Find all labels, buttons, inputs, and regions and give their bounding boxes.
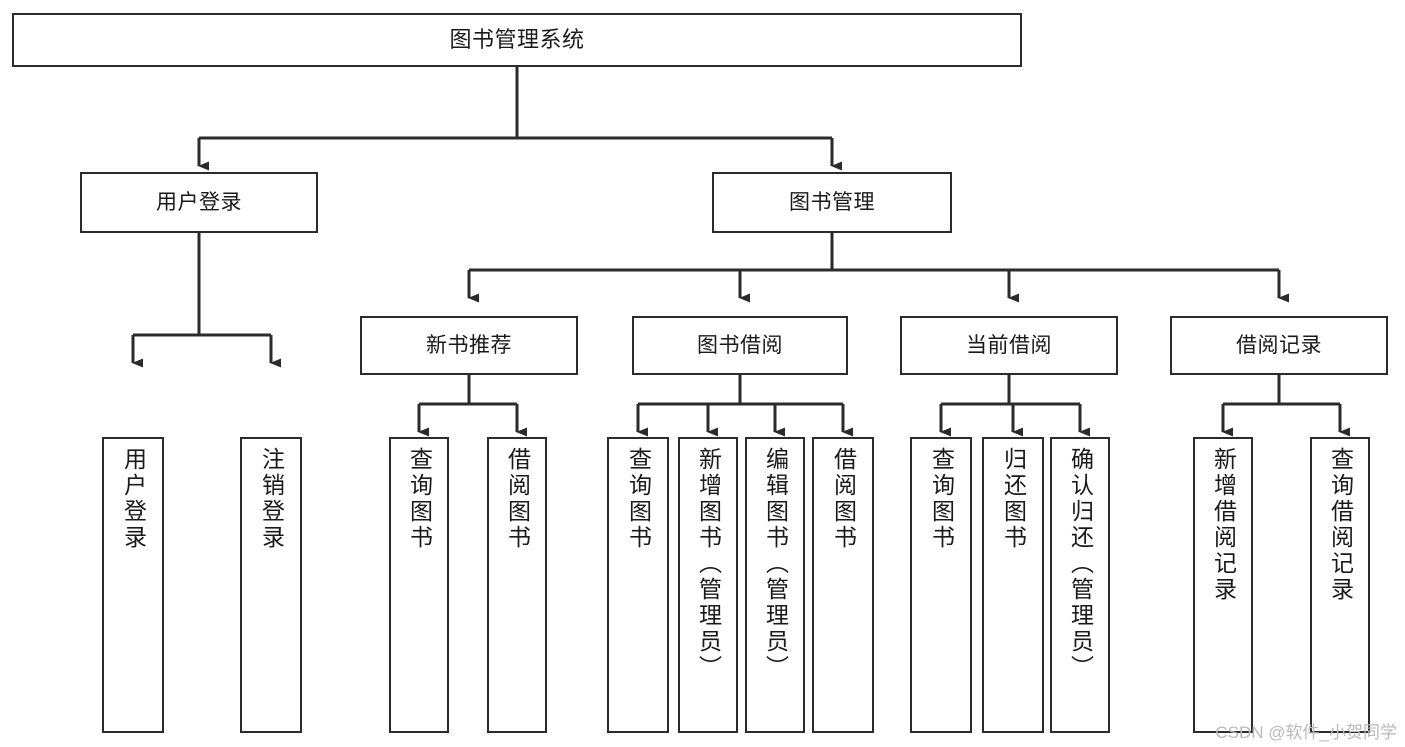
node-user-login-label: 用户登录 <box>156 190 242 214</box>
node-leaf-rec-borrow-book[interactable]: 借阅图书 <box>487 437 547 733</box>
node-leaf-user-logout-label: 注销登录 <box>258 447 285 551</box>
node-new-book-rec[interactable]: 新书推荐 <box>360 316 578 375</box>
node-leaf-rec-query-book[interactable]: 查询图书 <box>389 437 449 733</box>
node-leaf-bb-borrow-book[interactable]: 借阅图书 <box>812 437 874 733</box>
node-leaf-user-logout[interactable]: 注销登录 <box>240 437 302 733</box>
node-book-borrow-label: 图书借阅 <box>697 333 783 357</box>
node-current-borrow-label: 当前借阅 <box>966 333 1052 357</box>
node-leaf-cb-return-book-label: 归还图书 <box>1000 447 1027 551</box>
node-new-book-rec-label: 新书推荐 <box>426 333 512 357</box>
node-leaf-bb-query-book[interactable]: 查询图书 <box>607 437 669 733</box>
node-leaf-cb-return-book[interactable]: 归还图书 <box>982 437 1044 733</box>
node-leaf-rec-query-book-label: 查询图书 <box>406 447 433 551</box>
node-leaf-br-query-record-label: 查询借阅记录 <box>1327 447 1354 603</box>
csdn-watermark: CSDN @软件_小贺同学 <box>1215 723 1397 742</box>
node-leaf-cb-query-book[interactable]: 查询图书 <box>910 437 972 733</box>
node-book-manage-label: 图书管理 <box>789 190 875 214</box>
node-leaf-bb-add-book-label: 新增图书（管理员） <box>695 447 722 681</box>
node-leaf-bb-edit-book-label: 编辑图书（管理员） <box>762 447 789 681</box>
node-leaf-bb-query-book-label: 查询图书 <box>625 447 652 551</box>
node-leaf-bb-borrow-book-label: 借阅图书 <box>830 447 857 551</box>
node-leaf-br-add-record[interactable]: 新增借阅记录 <box>1193 437 1253 733</box>
node-root-system[interactable]: 图书管理系统 <box>12 13 1022 67</box>
node-borrow-record-label: 借阅记录 <box>1236 333 1322 357</box>
node-leaf-rec-borrow-book-label: 借阅图书 <box>504 447 531 551</box>
node-book-manage[interactable]: 图书管理 <box>712 172 952 233</box>
node-leaf-br-query-record[interactable]: 查询借阅记录 <box>1310 437 1370 733</box>
node-current-borrow[interactable]: 当前借阅 <box>900 316 1118 375</box>
node-leaf-cb-query-book-label: 查询图书 <box>928 447 955 551</box>
node-leaf-bb-add-book[interactable]: 新增图书（管理员） <box>678 437 738 733</box>
node-leaf-cb-confirm-return-label: 确认归还（管理员） <box>1067 447 1094 681</box>
node-book-borrow[interactable]: 图书借阅 <box>632 316 848 375</box>
node-root-system-label: 图书管理系统 <box>449 26 585 52</box>
node-borrow-record[interactable]: 借阅记录 <box>1170 316 1388 375</box>
node-leaf-cb-confirm-return[interactable]: 确认归还（管理员） <box>1050 437 1110 733</box>
node-leaf-bb-edit-book[interactable]: 编辑图书（管理员） <box>745 437 805 733</box>
node-leaf-user-login[interactable]: 用户登录 <box>102 437 164 733</box>
node-leaf-user-login-label: 用户登录 <box>120 447 147 551</box>
node-user-login[interactable]: 用户登录 <box>80 172 318 233</box>
node-leaf-br-add-record-label: 新增借阅记录 <box>1210 447 1237 603</box>
